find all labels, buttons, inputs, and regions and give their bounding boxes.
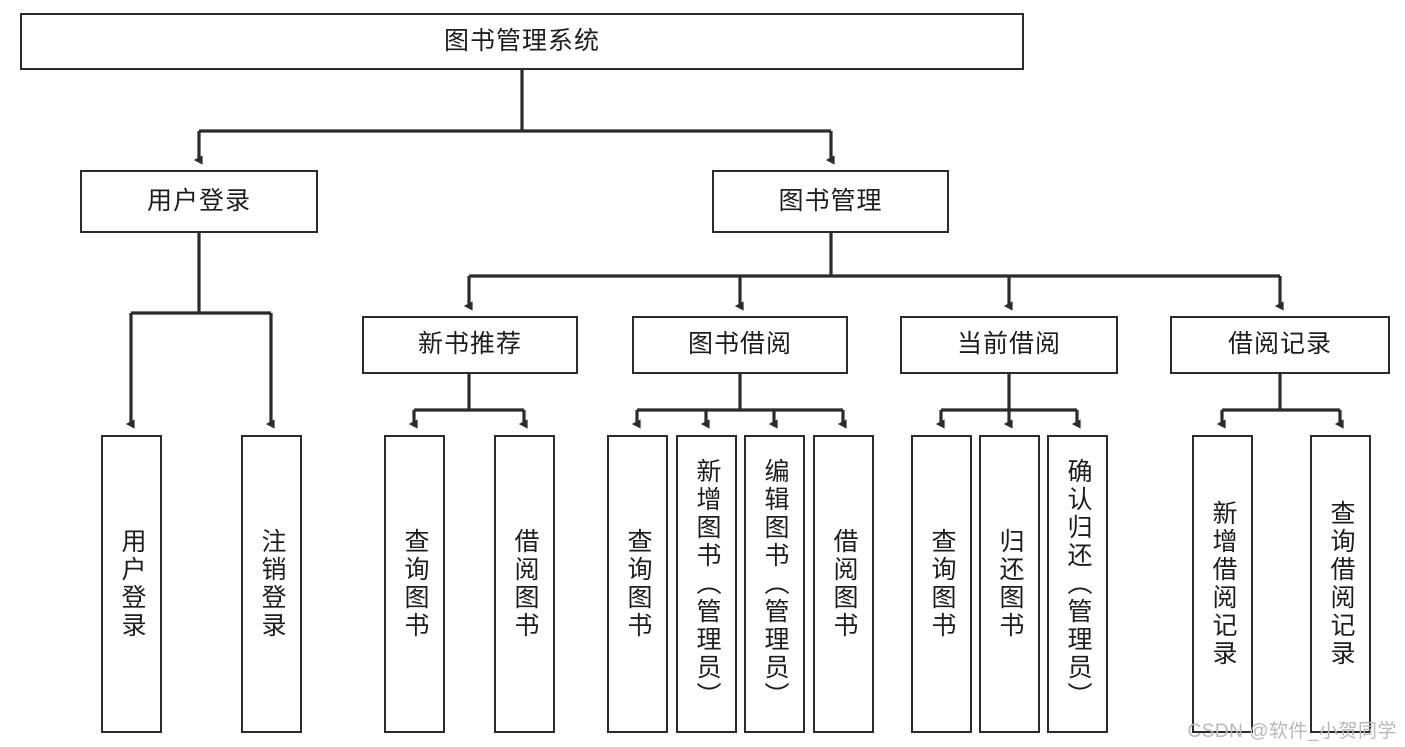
leaf-current-return-book[interactable]: 归还图书 — [979, 435, 1040, 733]
node-current-borrow[interactable]: 当前借阅 — [900, 316, 1118, 374]
node-book-borrow[interactable]: 图书借阅 — [632, 316, 848, 374]
leaf-label: 查询图书 — [928, 528, 956, 640]
node-user-login[interactable]: 用户登录 — [80, 170, 318, 233]
leaf-borrow-edit-book-admin[interactable]: 编辑图书（管理员） — [744, 435, 805, 733]
leaf-user-login-login[interactable]: 用户登录 — [101, 435, 162, 733]
leaf-label: 借阅图书 — [511, 528, 539, 640]
leaf-label: 编辑图书（管理员） — [761, 458, 789, 710]
node-new-book-recommend[interactable]: 新书推荐 — [362, 316, 578, 374]
leaf-label: 注销登录 — [258, 528, 286, 640]
leaf-borrow-add-book-admin[interactable]: 新增图书（管理员） — [676, 435, 737, 733]
leaf-record-query-record[interactable]: 查询借阅记录 — [1310, 435, 1371, 733]
watermark-text: CSDN @软件_小贺同学 — [1187, 721, 1397, 742]
leaf-record-add-record[interactable]: 新增借阅记录 — [1192, 435, 1253, 733]
leaf-label: 用户登录 — [118, 528, 146, 640]
node-borrow-record[interactable]: 借阅记录 — [1170, 316, 1390, 374]
leaf-new-book-borrow[interactable]: 借阅图书 — [494, 435, 555, 733]
leaf-label: 确认归还（管理员） — [1064, 458, 1092, 710]
leaf-label: 借阅图书 — [830, 528, 858, 640]
leaf-label: 查询图书 — [624, 528, 652, 640]
leaf-borrow-borrow-book[interactable]: 借阅图书 — [813, 435, 874, 733]
node-root-system[interactable]: 图书管理系统 — [20, 13, 1024, 70]
leaf-label: 新增借阅记录 — [1209, 500, 1237, 668]
leaf-new-book-query[interactable]: 查询图书 — [384, 435, 445, 733]
leaf-borrow-query-book[interactable]: 查询图书 — [607, 435, 668, 733]
node-book-management[interactable]: 图书管理 — [712, 170, 949, 233]
leaf-user-login-logout[interactable]: 注销登录 — [241, 435, 302, 733]
leaf-label: 查询借阅记录 — [1327, 500, 1355, 668]
leaf-label: 归还图书 — [996, 528, 1024, 640]
leaf-label: 新增图书（管理员） — [693, 458, 721, 710]
leaf-label: 查询图书 — [401, 528, 429, 640]
leaf-current-confirm-return-admin[interactable]: 确认归还（管理员） — [1047, 435, 1108, 733]
leaf-current-query-book[interactable]: 查询图书 — [911, 435, 972, 733]
